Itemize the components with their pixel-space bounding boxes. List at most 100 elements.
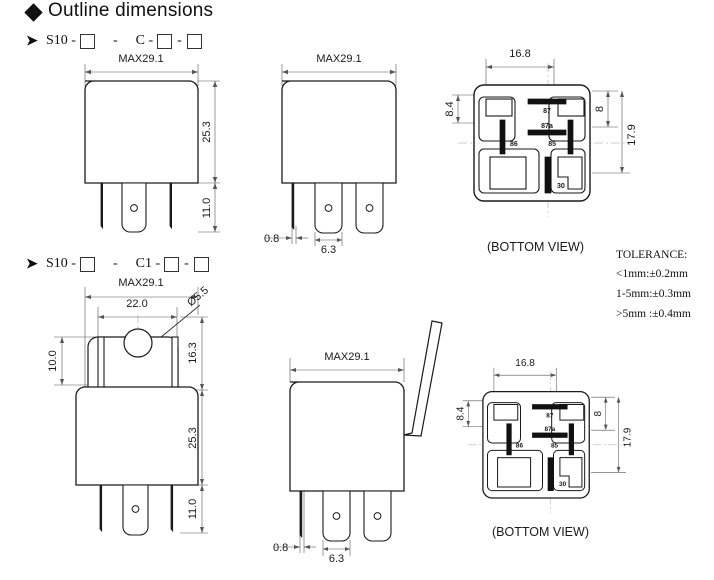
slot-30 [544,156,552,194]
model-box-2a[interactable] [79,256,95,272]
pin-label-87a: 87a [544,426,555,433]
tolerance-line-1: <1mm:±0.2mm [616,268,688,280]
slot-85 [567,119,574,155]
dim-width-max: MAX29.1 [316,53,361,65]
page-title: Outline dimensions [48,0,214,21]
model-box-1c[interactable] [186,33,202,49]
model-code-row-1: S10 - - C - - [46,33,202,49]
front-view-row2: MAX29.1 22.0 Ø5.5 10.0 16.3 25.3 11.0 [47,277,211,536]
dim-bracket-width: 22.0 [126,298,147,310]
pin-label-86: 86 [510,141,518,148]
pin-hole [130,204,138,212]
bottom-view-row1: 87 87a 86 85 30 16.8 8.4 8 17.9 [444,48,638,217]
dim-top-span: 16.8 [509,48,530,60]
pin-thin-left [99,484,103,533]
model-box-1b[interactable] [157,33,173,49]
side-view-row2: MAX29.1 0.8 6.3 [273,320,443,565]
pin-label-30: 30 [557,183,565,190]
model-mid-2: C1 - [135,256,161,271]
dim-width-max: MAX29.1 [118,53,163,65]
dim-right-total: 17.9 [626,124,638,145]
cavity-rect-right [557,156,583,190]
cavity-lower [486,449,586,492]
bottom-view-caption-2: (BOTTOM VIEW) [492,525,589,539]
dim-right-total: 17.9 [623,427,634,447]
dim-top-span: 16.8 [515,358,535,369]
dim-right-gap: 8 [593,410,604,416]
pin-hole-2 [373,512,382,520]
pin-label-87: 87 [543,108,551,115]
dim-left-gap: 8.4 [456,406,467,420]
cavity-lower [478,148,586,194]
model-code-row-2: S10 - - C1 - - [46,256,209,272]
slot-85 [568,423,574,456]
slot-87a [532,432,568,438]
dim-body-height: 25.3 [187,427,199,448]
pin-label-85: 85 [548,141,556,148]
pin-hole-1 [324,204,333,212]
dim-width-max: MAX29.1 [324,351,369,363]
pin-label-87a: 87a [541,123,553,130]
tolerance-line-2: 1-5mm:±0.3mm [616,288,691,300]
slot-87 [532,404,568,410]
row-arrow-icon-2: ➤ [26,257,38,272]
cavity-rect-right [559,457,583,488]
pin-hole-1 [332,512,341,520]
model-dash-2b: - [184,256,189,271]
dim-slot-height: 10.0 [47,350,59,371]
tolerance-title: TOLERANCE: [616,249,688,261]
dim-width-max: MAX29.1 [118,277,163,289]
pin-hole [131,505,140,513]
dim-left-gap: 8.4 [444,101,456,116]
cavity-rect-left [489,156,527,190]
model-dash-1b: - [177,33,182,48]
dim-pin-length: 11.0 [201,198,213,219]
terminal-rect-left [485,98,513,117]
pin-label-85: 85 [551,443,559,450]
slot-30 [547,457,554,491]
bottom-view-row2: 87 87a 86 85 30 16.8 8.4 8 17.9 [456,358,634,513]
slot-86 [506,423,512,456]
pin-label-30: 30 [559,481,567,488]
slot-87 [527,98,567,105]
model-prefix-1: S10 - [46,33,76,48]
pin-label-86: 86 [516,443,524,450]
dim-bracket-height: 16.3 [187,342,199,363]
terminal-rect-left [493,403,519,421]
bracket-leg-right [171,336,179,396]
dim-pin-length: 11.0 [187,499,199,520]
bracket-tab [403,320,443,437]
model-dash-2a: - [112,256,118,271]
dim-body-height: 25.3 [201,121,213,142]
model-prefix-2: S10 - [46,256,76,271]
dim-thin-pin-width: 0.8 [264,233,279,245]
pin-thin-left [100,182,103,230]
side-view-row1: MAX29.1 0.8 6.3 [264,53,397,256]
row-arrow-icon-1: ➤ [26,34,38,49]
bracket-leg-left [97,336,105,396]
model-box-2c[interactable] [193,256,209,272]
pin-thin-right [169,182,172,230]
pin-thin [299,490,303,539]
model-box-1a[interactable] [79,33,95,49]
dim-right-gap: 8 [594,106,606,112]
relay-body [84,80,199,184]
pin-label-87: 87 [546,412,554,419]
front-view-row1: MAX29.1 25.3 11.0 [84,53,220,233]
bottom-view-caption-1: (BOTTOM VIEW) [487,240,584,254]
model-dash-1a: - [112,33,118,48]
dim-wide-pin-width: 6.3 [329,553,344,565]
relay-body [289,381,405,492]
dim-wide-pin-width: 6.3 [321,244,336,256]
pin-thin-right [170,484,174,533]
mounting-hole [123,328,153,358]
tolerance-line-3: >5mm :±0.4mm [616,308,691,320]
dim-thin-pin-width: 0.8 [273,542,288,554]
slot-86 [499,119,506,155]
slot-87a [527,129,567,136]
cavity-rect-left [497,457,532,488]
relay-body [281,80,397,184]
model-box-2b[interactable] [164,256,180,272]
pin-hole-2 [365,204,374,212]
